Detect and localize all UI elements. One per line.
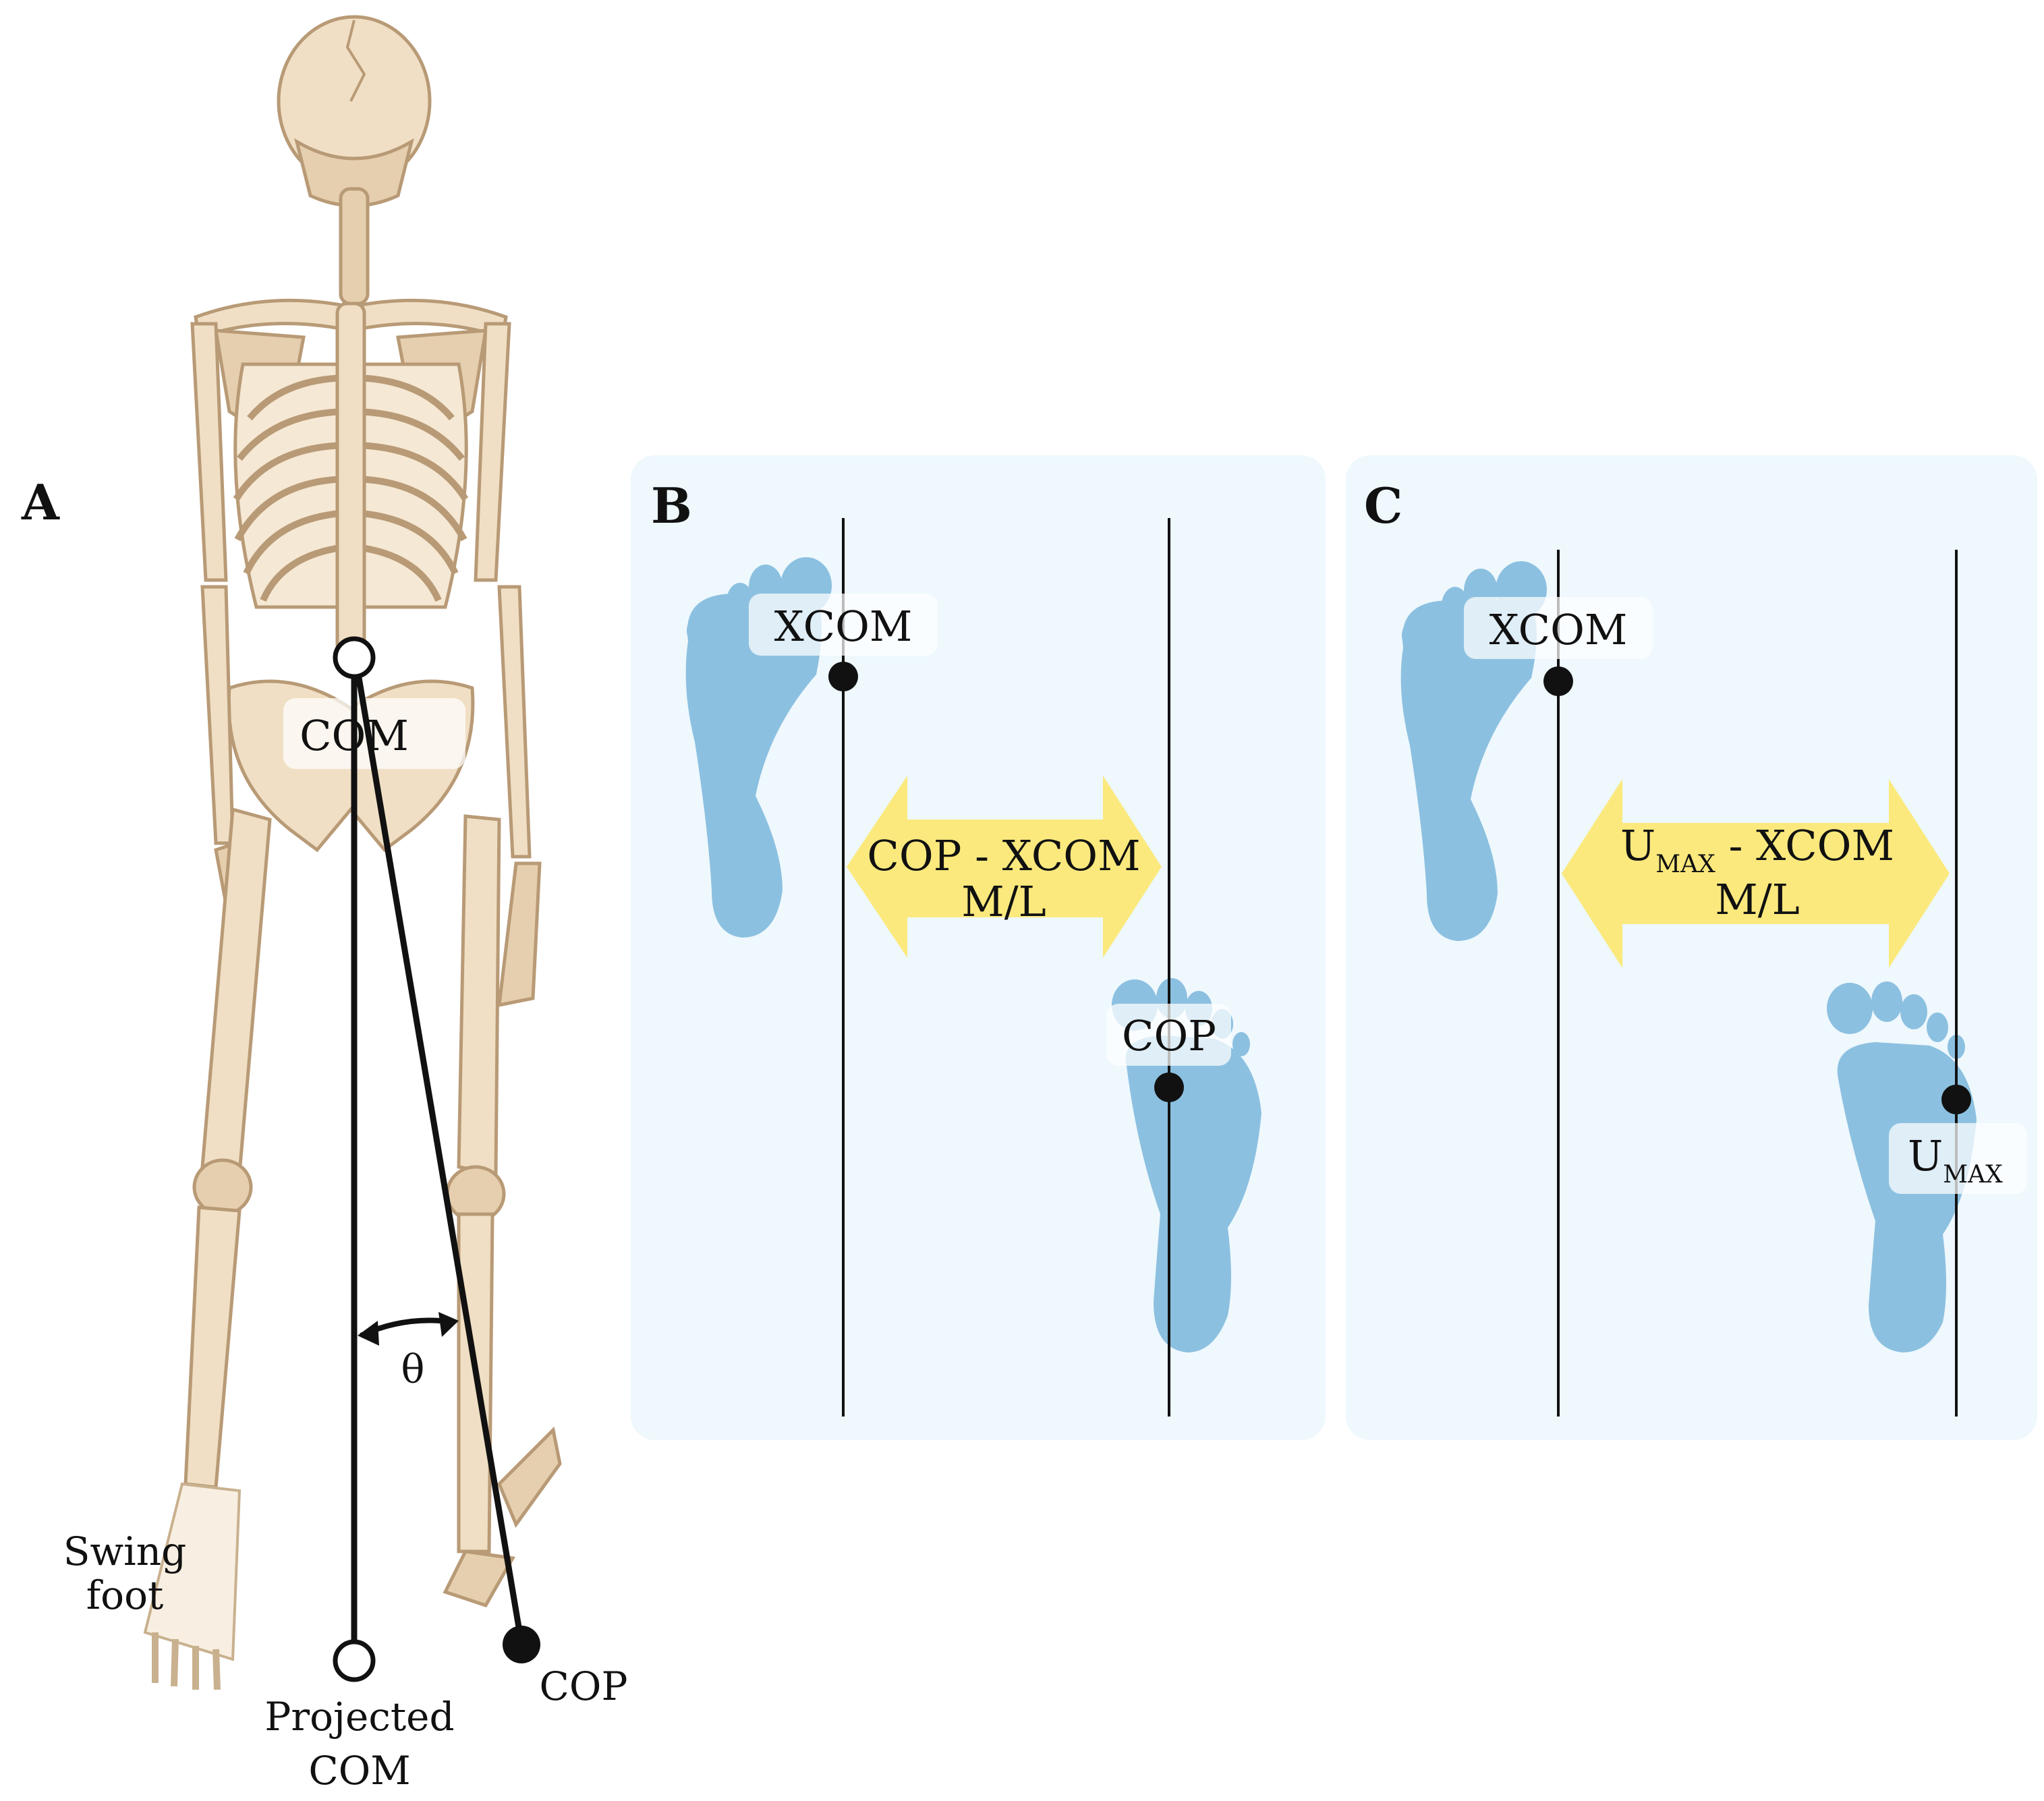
cop-marker [503,1626,540,1663]
right-foot-bones [497,1426,562,1528]
panel-c: C UMAX - XCOM M/L XCOM [1346,455,2037,1440]
cop-label-box-b [1106,1004,1231,1066]
xcom-label-box-c [1464,597,1653,659]
arrow-c-max: MAX [1655,851,1715,878]
panel-b-background [631,455,1326,1440]
left-tibia [183,1205,242,1489]
panel-a: A [21,15,628,1794]
panel-b-letter: B [651,477,692,534]
panel-a-letter: A [21,474,60,531]
theta-arrowhead-right [438,1312,459,1337]
umax-label-c: UMAX [1908,1131,2003,1189]
arrow-b-line1: COP - XCOM [867,831,1140,880]
rib-cage [233,362,469,609]
left-humerus [190,322,228,582]
swing-foot-label-line2: foot [86,1572,164,1618]
projected-com-label-line2: COM [308,1748,410,1794]
umax-label-box-c [1889,1123,2027,1194]
panel-b: B COP - XCOM M/L XCOM [631,455,1326,1440]
cop-label-b: COP [1122,1011,1216,1060]
spine [335,302,366,656]
right-hand [497,861,542,1008]
cop-marker-b [1154,1073,1184,1102]
arrow-b-line2: M/L [961,877,1046,926]
left-forearm [200,585,235,845]
projected-com-marker [333,1639,376,1682]
com-to-cop-line [352,657,525,1644]
arrow-c-line1: UMAX - XCOM [1620,821,1894,878]
theta-label: θ [401,1346,425,1392]
xcom-label-c: XCOM [1489,605,1628,654]
theta-arrowhead-left [358,1321,379,1346]
com-marker [333,636,376,679]
arrow-c-rest: - XCOM [1715,821,1894,870]
right-forearm [497,585,532,859]
xcom-marker-c [1543,666,1573,696]
neck-vertebrae [339,187,370,306]
umax-label-max: MAX [1943,1161,2003,1189]
swing-foot-label-line1: Swing [63,1528,186,1574]
arrow-c-line2: M/L [1715,875,1800,924]
skeleton-illustration [143,15,562,1690]
right-heel [443,1549,515,1608]
projected-com-label-line1: Projected [264,1694,454,1740]
xcom-marker-b [828,662,858,691]
umax-xcom-double-arrow [1562,779,1950,968]
com-label-box [283,698,465,769]
arrow-c-u: U [1620,821,1655,870]
umax-marker-c [1941,1085,1971,1114]
right-femur [457,814,501,1176]
right-footprint-c [1827,981,1977,1352]
umax-label-u: U [1908,1131,1943,1180]
right-humerus [474,322,511,582]
panel-c-background [1346,455,2037,1440]
panel-c-letter: C [1364,477,1402,534]
xcom-label-b: XCOM [774,602,913,651]
xcom-label-box-b [749,594,938,656]
swing-foot-bones [143,1482,242,1661]
cop-xcom-double-arrow [847,776,1162,958]
cop-label: COP [540,1663,628,1709]
left-femur [200,807,272,1176]
jaw [294,138,414,208]
